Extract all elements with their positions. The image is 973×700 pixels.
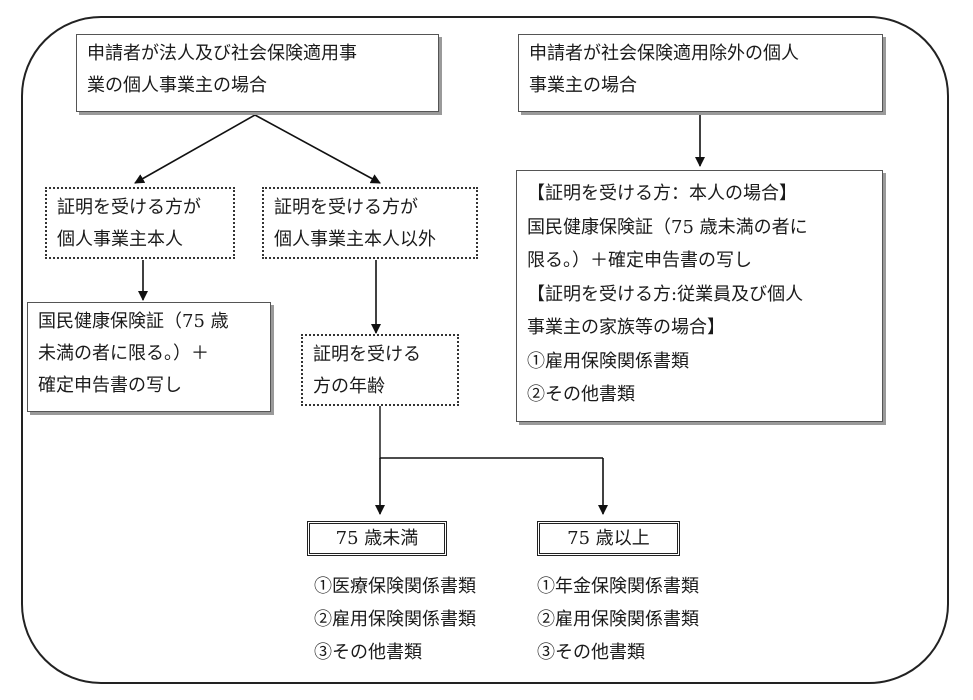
- right-docs-line-2: 国民健康保険証（75 歳未満の者に: [527, 216, 808, 238]
- over-75-label: 75 歳以上: [537, 521, 680, 556]
- over-docs-line-3: ③その他書類: [537, 642, 645, 663]
- under-75-documents: ①医療保険関係書類 ②雇用保険関係書類 ③その他書類: [314, 570, 476, 669]
- self-docs-line-2: 未満の者に限る。）＋: [38, 343, 209, 364]
- right-documents-box: 【証明を受ける方：本人の場合】 国民健康保険証（75 歳未満の者に 限る。）＋確…: [516, 170, 883, 422]
- left-title-box: 申請者が法人及び社会保険適用事 業の個人事業主の場合: [76, 34, 439, 112]
- right-docs-line-1: 【証明を受ける方：本人の場合】: [527, 183, 797, 204]
- self-docs-line-1: 国民健康保険証（75 歳: [38, 311, 229, 332]
- over-docs-line-1: ①年金保険関係書類: [537, 576, 699, 597]
- right-title-box: 申請者が社会保険適用除外の個人 事業主の場合: [518, 34, 883, 112]
- right-docs-line-4: 【証明を受ける方:従業員及び個人: [527, 283, 804, 305]
- other-applicant-box: 証明を受ける方が 個人事業主本人以外: [262, 187, 478, 259]
- self-box-line-1: 証明を受ける方が: [57, 197, 201, 218]
- age-box-line-1: 証明を受ける: [313, 344, 421, 365]
- over-75-documents: ①年金保険関係書類 ②雇用保険関係書類 ③その他書類: [537, 570, 699, 669]
- right-docs-line-3: 限る。）＋確定申告書の写し: [527, 250, 752, 271]
- under-docs-line-1: ①医療保険関係書類: [314, 576, 476, 597]
- over-docs-line-2: ②雇用保険関係書類: [537, 609, 699, 630]
- right-docs-line-5: 事業主の家族等の場合】: [527, 317, 725, 338]
- right-title-line-2: 事業主の場合: [529, 75, 637, 96]
- other-box-line-2: 個人事業主本人以外: [274, 229, 436, 250]
- right-docs-line-7: ②その他書類: [527, 384, 635, 405]
- age-box: 証明を受ける 方の年齢: [301, 334, 459, 406]
- self-documents-box: 国民健康保険証（75 歳 未満の者に限る。）＋ 確定申告書の写し: [27, 302, 271, 412]
- self-box-line-2: 個人事業主本人: [57, 229, 183, 250]
- arrow-title-to-self: [134, 114, 256, 184]
- under-docs-line-2: ②雇用保険関係書類: [314, 609, 476, 630]
- age-box-line-2: 方の年齢: [313, 376, 385, 397]
- rounded-frame: [21, 16, 949, 684]
- right-docs-line-6: ①雇用保険関係書類: [527, 350, 689, 372]
- other-box-line-1: 証明を受ける方が: [274, 197, 418, 218]
- left-title-line-1: 申請者が法人及び社会保険適用事: [87, 43, 357, 64]
- arrow-title-to-other: [254, 114, 381, 184]
- right-title-line-1: 申請者が社会保険適用除外の個人: [529, 43, 799, 64]
- self-applicant-box: 証明を受ける方が 個人事業主本人: [45, 187, 235, 259]
- self-docs-line-3: 確定申告書の写し: [38, 375, 182, 396]
- under-75-label: 75 歳未満: [307, 521, 447, 556]
- left-title-line-2: 業の個人事業主の場合: [87, 75, 267, 96]
- under-docs-line-3: ③その他書類: [314, 642, 422, 663]
